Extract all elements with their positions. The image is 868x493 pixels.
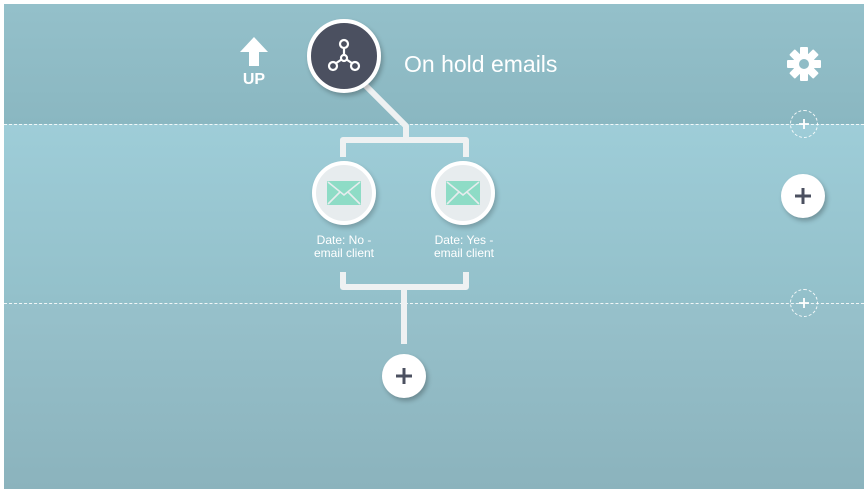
split-connector [340,137,469,157]
plus-icon [799,298,809,308]
footer-band [4,303,864,489]
envelope-icon [446,181,480,205]
add-step-button[interactable] [382,354,426,398]
email-node-left-label: Date: No - email client [289,234,399,260]
flow-canvas: UP On hold emails [4,4,864,489]
up-arrow-icon [240,37,268,66]
plus-icon [799,119,809,129]
plus-icon [396,368,412,384]
add-step-top-button[interactable] [790,110,818,138]
envelope-icon [327,181,361,205]
email-node-right-label: Date: Yes - email client [409,234,519,260]
email-node-left-label-line1: Date: No - [316,233,372,247]
branch-icon [327,38,361,72]
email-node-left[interactable] [312,161,376,225]
plus-icon [795,188,811,204]
branch-band [4,124,864,303]
add-step-bottom-button[interactable] [790,289,818,317]
settings-button[interactable] [786,46,822,82]
up-label: UP [242,71,266,88]
email-node-left-label-line2: email client [313,246,375,260]
gear-icon [787,47,821,81]
root-connector [361,81,409,138]
up-button[interactable]: UP [237,36,271,92]
email-node-right-label-line1: Date: Yes - [434,233,494,247]
add-branch-button[interactable] [781,174,825,218]
flow-title: On hold emails [404,51,558,77]
band-divider-top [4,124,864,125]
email-node-right-label-line2: email client [433,246,495,260]
email-node-right[interactable] [431,161,495,225]
header-band [4,4,864,124]
connector-lines [340,81,469,344]
root-node[interactable] [307,19,381,93]
merge-connector [340,272,469,290]
band-divider-bottom [4,303,864,304]
